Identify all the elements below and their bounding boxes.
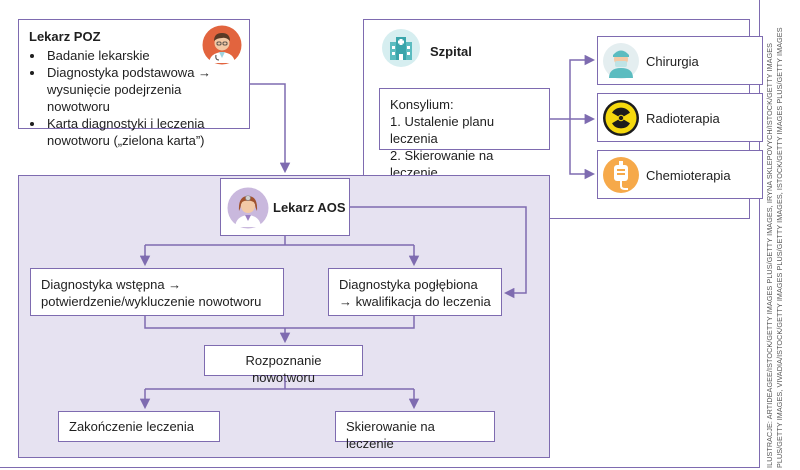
aos-title: Lekarz AOS <box>273 200 346 215</box>
diagnostyka-wstepna-text: Diagnostyka wstępna → potwierdzenie/wykl… <box>41 277 262 309</box>
diagnostyka-poglebiona-text: Diagnostyka pogłębiona → kwalifikacja do… <box>339 277 491 309</box>
zakonczenie-box: Zakończenie leczenia <box>58 411 220 442</box>
treatment-label: Chemioterapia <box>646 168 731 183</box>
doctor-avatar-icon <box>202 25 242 65</box>
skierowanie-box: Skierowanie na leczenie <box>335 411 495 451</box>
outer-frame <box>0 0 760 468</box>
diagnostyka-wstepna-box: Diagnostyka wstępna → potwierdzenie/wykl… <box>30 268 284 316</box>
poz-list: Badanie lekarskie Diagnostyka podstawowa… <box>29 47 239 149</box>
rozpoznanie-text: Rozpoznanie nowotworu <box>245 353 322 385</box>
konsylium-title: Konsylium: <box>390 97 454 112</box>
list-item: Karta diagnostyki i leczenia nowotworu (… <box>45 115 239 149</box>
iv-drip-icon <box>603 157 639 193</box>
surgeon-icon <box>603 43 639 79</box>
treatment-box-chemotherapy: Chemioterapia <box>597 150 763 199</box>
image-credit: ILUSTRACJE: ARTIDEAGEE/ISTOCK/GETTY IMAG… <box>763 0 800 470</box>
diagnostyka-poglebiona-box: Diagnostyka pogłębiona → kwalifikacja do… <box>328 268 502 316</box>
aos-box: Lekarz AOS <box>220 178 350 236</box>
treatment-box-radiotherapy: Radioterapia <box>597 93 763 142</box>
image-credit-text: ILUSTRACJE: ARTIDEAGEE/ISTOCK/GETTY IMAG… <box>765 27 784 468</box>
treatment-box-surgery: Chirurgia <box>597 36 763 85</box>
hospital-title: Szpital <box>430 44 472 59</box>
doctor-avatar-icon <box>227 187 269 229</box>
treatment-label: Chirurgia <box>646 54 699 69</box>
radiation-icon <box>603 100 639 136</box>
hospital-icon <box>382 29 420 67</box>
konsylium-item: 1. Ustalenie planu leczenia <box>390 114 495 146</box>
konsylium-box: Konsylium: 1. Ustalenie planu leczenia 2… <box>379 88 550 180</box>
rozpoznanie-box: Rozpoznanie nowotworu <box>204 345 363 385</box>
poz-title: Lekarz POZ <box>29 29 101 44</box>
skierowanie-text: Skierowanie na leczenie <box>346 419 435 451</box>
treatment-label: Radioterapia <box>646 111 720 126</box>
zakonczenie-text: Zakończenie leczenia <box>69 419 195 434</box>
list-item: Badanie lekarskie <box>45 47 239 64</box>
list-item: Diagnostyka podstawowa → wysunięcie pode… <box>45 64 239 115</box>
